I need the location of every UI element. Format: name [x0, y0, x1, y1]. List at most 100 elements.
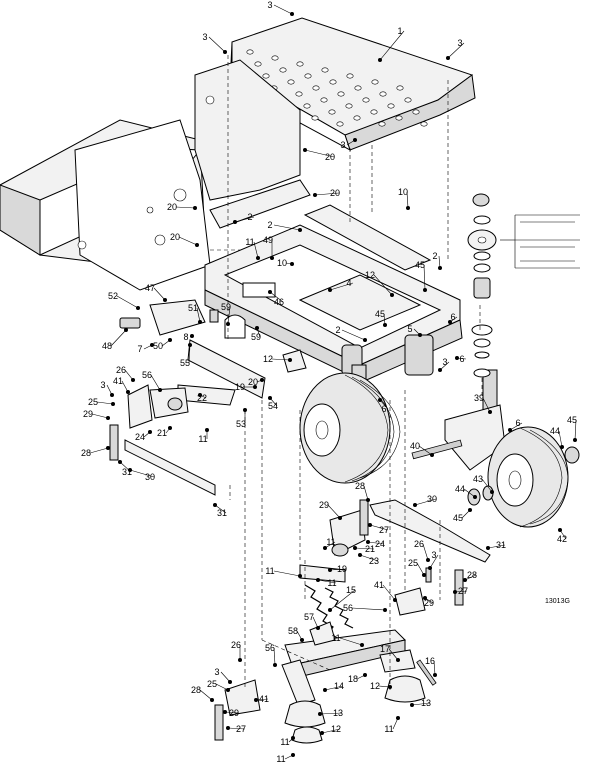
callout-label: 21 [365, 544, 375, 554]
callout-leader [317, 579, 337, 584]
fastener-point [323, 546, 327, 550]
plate-hole [370, 109, 378, 115]
callout-leader [121, 380, 129, 393]
callout-label: 3 [202, 32, 207, 42]
callout-label: 48 [102, 341, 112, 351]
figure-code: 13013G [545, 598, 570, 605]
callout-label: 25 [88, 397, 98, 407]
callout-leader [312, 616, 319, 629]
callout-label: 3 [340, 140, 345, 150]
callout-leader [129, 469, 155, 478]
callout-leader [433, 660, 436, 676]
fastener-point [393, 598, 397, 602]
fastener-point [323, 688, 327, 692]
callout-leader [110, 329, 127, 347]
callout-label: 29 [319, 500, 329, 510]
foot-plate [229, 17, 476, 152]
callout-label: 28 [81, 448, 91, 458]
fastener-point [298, 574, 302, 578]
callout-label: 44 [455, 484, 465, 494]
caster-wheel-left [299, 364, 401, 484]
callout-label: 54 [268, 401, 278, 411]
callout-leader [354, 547, 375, 550]
plate-hole [362, 97, 370, 103]
callout-label: 52 [108, 291, 118, 301]
fastener-point [168, 338, 172, 342]
fastener-point [198, 393, 202, 397]
callout-leader [429, 554, 439, 569]
callout-leader [214, 504, 227, 514]
fastener-point [190, 334, 194, 338]
fastener-point [226, 688, 230, 692]
fastener-point [158, 388, 162, 392]
callout-label: 11 [326, 537, 335, 547]
plate-hole [279, 67, 287, 73]
callout-leader [150, 374, 161, 391]
callout-label: 31 [122, 467, 132, 477]
fastener-point [573, 438, 577, 442]
plate-hole [328, 109, 336, 115]
fastener-point [210, 698, 214, 702]
fastener-point [338, 516, 342, 520]
callout-leader [369, 524, 389, 531]
fastener-point [111, 402, 115, 406]
fastener-point [328, 608, 332, 612]
callout-label: 27 [379, 525, 389, 535]
callout-leader [414, 498, 437, 506]
callout-label: 26 [231, 640, 241, 650]
fastener-point [560, 445, 564, 449]
plate-hole [387, 103, 395, 109]
fastener-point [390, 293, 394, 297]
fastener-point [106, 416, 110, 420]
callout-leader [273, 570, 301, 577]
left-linkage-upper [109, 299, 307, 496]
callout-label: 42 [557, 534, 567, 544]
callout-label: 49 [263, 235, 273, 245]
callout-label: 46 [274, 297, 284, 307]
callout-leader [509, 422, 523, 431]
callout-leader [255, 698, 269, 701]
callout-label: 20 [325, 152, 335, 162]
fastener-point [118, 460, 122, 464]
fastener-point [366, 498, 370, 502]
fastener-point [148, 430, 152, 434]
callout-leader [359, 554, 379, 562]
callout-leader [314, 192, 340, 196]
callout-leader [422, 543, 429, 561]
callout-leader [406, 191, 409, 209]
callout-label: 45 [453, 513, 463, 523]
callout-label: 25 [408, 558, 418, 568]
fastener-point [473, 495, 477, 499]
callout-leader [392, 717, 399, 730]
callout-leader [367, 541, 385, 545]
fastener-point [360, 643, 364, 647]
plate-hole [311, 115, 319, 121]
callout-label: 29 [229, 708, 239, 718]
callout-label: 18 [348, 674, 358, 684]
fastener-point [198, 320, 202, 324]
callout-label: 59 [221, 302, 231, 312]
plate-hole [379, 91, 387, 97]
callout-leader [416, 562, 425, 576]
callout-leader [464, 574, 477, 581]
callout-leader [327, 504, 341, 519]
callout-label: 39 [474, 393, 484, 403]
fastener-point [328, 288, 332, 292]
fastener-point [300, 638, 304, 642]
plate-hole [346, 73, 354, 79]
fastener-point [193, 206, 197, 210]
callout-label: 27 [236, 724, 246, 734]
callout-leader [96, 401, 114, 405]
callout-leader [558, 430, 563, 448]
fastener-point [388, 685, 392, 689]
callout-label: 3 [431, 550, 436, 560]
callout-label: 29 [424, 598, 434, 608]
plate-hole [336, 121, 344, 127]
fastener-point [396, 658, 400, 662]
callout-leader [271, 358, 291, 361]
callout-label: 41 [259, 694, 269, 704]
callout-label: 25 [207, 679, 217, 689]
callout-label: 3 [100, 380, 105, 390]
plate-hole [412, 109, 420, 115]
callout-label: 20 [330, 188, 340, 198]
